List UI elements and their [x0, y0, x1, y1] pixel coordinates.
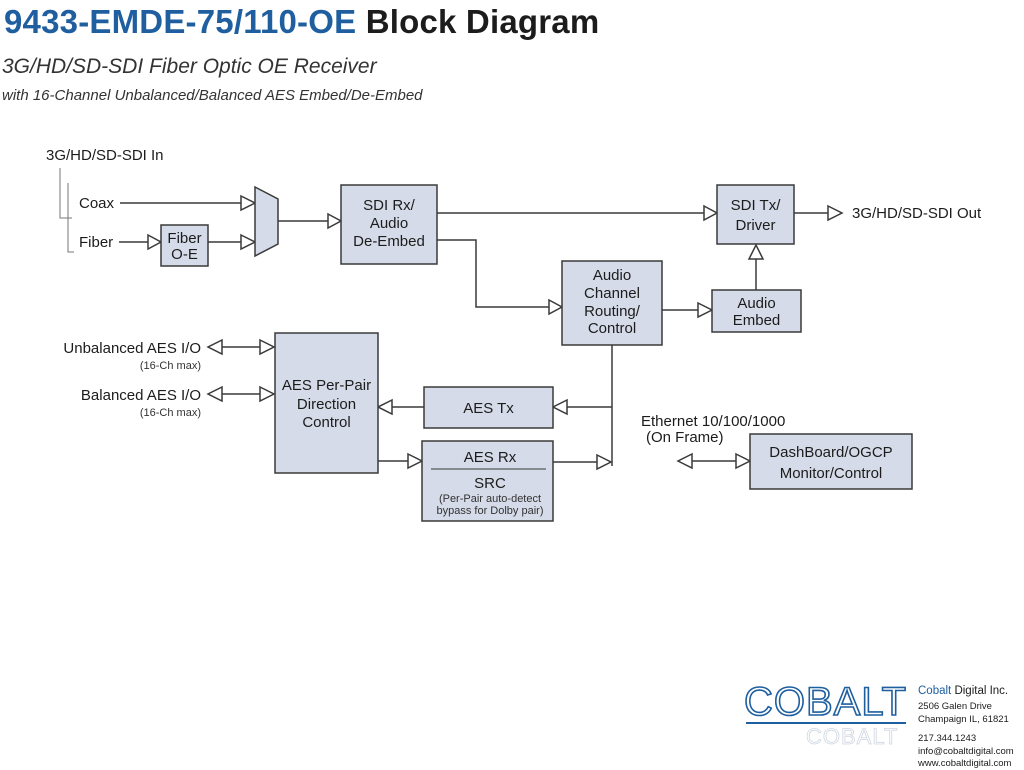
company-name-rest: Digital Inc. — [951, 685, 1009, 697]
sdi-tx-label-2: Driver — [736, 217, 776, 234]
sdi-rx-label-3: De-Embed — [353, 233, 425, 250]
input-mux — [254, 185, 279, 258]
aes-tx-to-dir-arrow — [376, 398, 393, 416]
src-note-2: bypass for Dolby pair) — [437, 505, 544, 517]
email-address: info@cobaltdigital.com — [918, 746, 1014, 757]
tx-out-arrow — [827, 204, 844, 222]
rx-to-routing-arrow — [548, 298, 564, 316]
bus-to-aes-tx-arrow — [551, 398, 568, 416]
aes-direction-label-3: Control — [302, 414, 350, 431]
address-line-1: 2506 Galen Drive — [918, 701, 992, 712]
on-frame-label: (On Frame) — [646, 429, 724, 446]
oe-to-mux-arrow — [240, 233, 257, 251]
aes-direction-block — [274, 332, 379, 474]
ethernet-label: Ethernet 10/100/1000 — [641, 413, 785, 430]
title-suffix: Block Diagram — [365, 3, 600, 40]
aes-rx-to-bus-arrow — [596, 453, 613, 471]
fiber-oe-label-1: Fiber — [167, 230, 201, 247]
ethernet-arrow-right — [735, 452, 752, 470]
unbalanced-aes-arrow-right — [259, 338, 276, 356]
dashboard-block — [749, 433, 913, 490]
routing-label-4: Control — [588, 320, 636, 337]
page-title: 9433-EMDE-75/110-OE Block Diagram — [4, 2, 599, 42]
sdi-tx-block — [716, 184, 795, 245]
rx-to-tx-arrow — [703, 204, 719, 222]
embed-block — [711, 289, 802, 333]
fiber-arrow — [147, 233, 163, 251]
unbalanced-aes-arrow-left — [206, 338, 223, 356]
sdi-out-label: 3G/HD/SD-SDI Out — [852, 205, 982, 222]
mux-to-rx-arrow — [327, 212, 343, 230]
src-label: SRC — [474, 475, 506, 492]
aes-direction-label-1: AES Per-Pair — [282, 377, 371, 394]
page-subtitle-detail: with 16-Channel Unbalanced/Balanced AES … — [2, 87, 423, 104]
phone-number: 217.344.1243 — [918, 733, 977, 744]
fiber-oe-block — [160, 224, 209, 267]
coax-bracket — [59, 168, 72, 219]
aes-tx-label: AES Tx — [463, 400, 514, 417]
routing-label-1: Audio — [593, 267, 631, 284]
balanced-aes-arrow-left — [206, 385, 223, 403]
src-note-1: (Per-Pair auto-detect — [439, 493, 541, 505]
routing-label-3: Routing/ — [584, 303, 641, 320]
company-name-prefix: Cobalt — [918, 685, 952, 697]
cobalt-logo: COBALT — [743, 680, 908, 724]
routing-label-2: Channel — [584, 285, 640, 302]
sdi-rx-label-2: Audio — [370, 215, 408, 232]
aes-direction-label-2: Direction — [297, 396, 356, 413]
ethernet-arrow-left — [676, 452, 693, 470]
routing-to-embed-arrow — [697, 301, 714, 319]
sdi-tx-label-1: SDI Tx/ — [731, 197, 782, 214]
website-url: www.cobaltdigital.com — [918, 758, 1012, 769]
aes-rx-label: AES Rx — [464, 449, 517, 466]
embed-label-1: Audio — [737, 295, 775, 312]
balanced-aes-arrow-right — [259, 385, 276, 403]
title-part-number: 9433-EMDE-75/110-OE — [4, 3, 357, 40]
routing-block — [561, 260, 663, 346]
company-name: Cobalt Digital Inc. — [918, 685, 1008, 697]
dashboard-label-1: DashBoard/OGCP — [769, 444, 892, 461]
unbalanced-aes-label: Unbalanced AES I/O — [63, 340, 201, 357]
block-diagram: 3G/HD/SD-SDI In Coax Fiber Fiber O-E SDI… — [46, 147, 982, 522]
coax-label: Coax — [79, 195, 115, 212]
balanced-aes-note: (16-Ch max) — [140, 407, 201, 419]
cobalt-logo-reflection: COBALT — [806, 724, 899, 749]
sdi-rx-label-1: SDI Rx/ — [363, 197, 416, 214]
dashboard-label-2: Monitor/Control — [780, 465, 883, 482]
dir-to-aes-rx-arrow — [407, 452, 424, 470]
sdi-rx-block — [340, 184, 438, 265]
aes-rx-src-block — [421, 440, 554, 522]
embed-label-2: Embed — [733, 312, 781, 329]
fiber-label: Fiber — [79, 234, 113, 251]
fiber-bracket — [67, 183, 74, 253]
unbalanced-aes-note: (16-Ch max) — [140, 360, 201, 372]
embed-to-tx-arrow — [747, 243, 765, 260]
coax-arrow — [240, 194, 257, 212]
balanced-aes-label: Balanced AES I/O — [81, 387, 201, 404]
sdi-in-label: 3G/HD/SD-SDI In — [46, 147, 164, 164]
address-line-2: Champaign IL, 61821 — [918, 714, 1009, 725]
footer: COBALT COBALT Cobalt Digital Inc. 2506 G… — [743, 680, 1024, 770]
fiber-oe-label-2: O-E — [171, 246, 198, 263]
page-subtitle: 3G/HD/SD-SDI Fiber Optic OE Receiver — [2, 55, 377, 78]
logo-underline — [746, 722, 906, 724]
rx-to-routing-line — [437, 239, 551, 308]
